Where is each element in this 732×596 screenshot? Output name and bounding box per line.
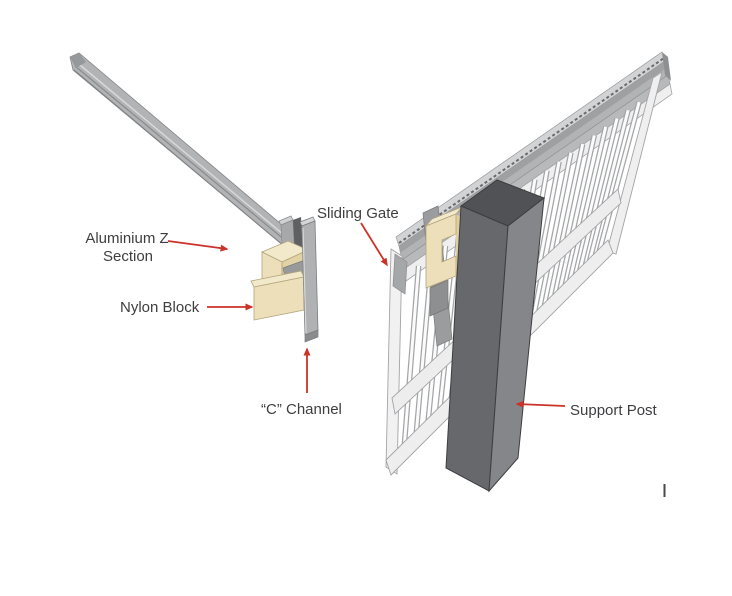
gate-bar	[402, 265, 421, 450]
label-aluminium-z-section-line1: Aluminium Z	[85, 230, 168, 247]
annotation-sliding-gate: Sliding Gate	[317, 205, 399, 267]
label-c-channel: “C” Channel	[261, 401, 342, 418]
gate-left-stile	[385, 248, 403, 475]
annotation-c-channel: “C” Channel	[261, 347, 342, 418]
annotation-aluminium-z-section: Aluminium Z Section	[85, 230, 229, 265]
label-aluminium-z-section-line2: Section	[103, 248, 153, 265]
c-channel-front-flange	[299, 216, 319, 343]
gate-bar	[557, 135, 596, 295]
gate-track-end-cap	[392, 253, 408, 295]
label-sliding-gate: Sliding Gate	[317, 205, 399, 222]
guide-bracket	[422, 205, 463, 347]
label-support-post: Support Post	[570, 402, 658, 419]
gate-bar	[596, 101, 641, 255]
label-nylon-block: Nylon Block	[120, 299, 200, 316]
gate-bar	[547, 143, 585, 305]
gate-right-stile	[606, 70, 663, 255]
support-post	[445, 179, 546, 493]
gate-bar	[587, 109, 630, 265]
gate-bar	[567, 126, 608, 285]
gate-bar	[577, 118, 619, 275]
text-cursor-artifact	[663, 484, 666, 497]
z-section-rail	[69, 52, 302, 258]
nylon-block-lower	[250, 270, 305, 321]
annotation-nylon-block: Nylon Block	[120, 299, 254, 316]
annotation-support-post: Support Post	[515, 400, 658, 419]
gate-bar	[536, 152, 573, 315]
